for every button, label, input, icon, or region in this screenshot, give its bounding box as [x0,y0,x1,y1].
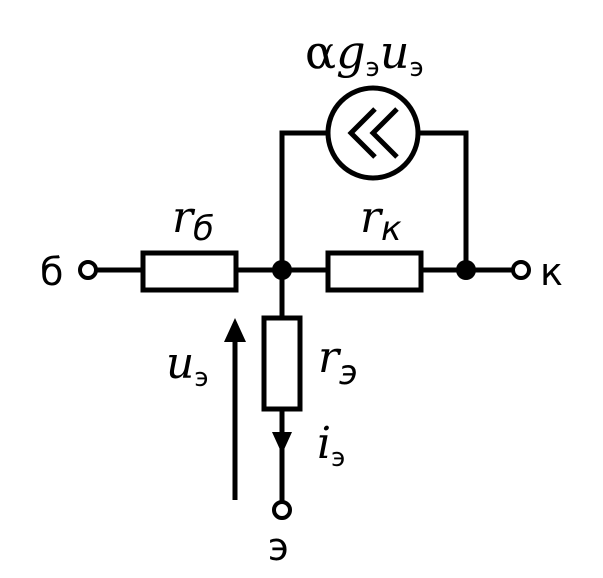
terminal-emitter [272,500,292,520]
label-rk-main: r [360,192,384,243]
terminal-collector [511,260,531,280]
terminal-emitter-label: э [268,525,289,569]
terminal-base [78,260,98,280]
source-g-sub: э [366,53,380,83]
resistor-rb [140,250,239,293]
label-rb-main: r [172,192,196,243]
source-u: u [380,25,410,79]
source-u-sub: э [409,53,423,83]
terminal-collector-label: к [540,250,563,294]
label-rb: rб [172,192,214,249]
source-label: αgэuэ [305,25,424,83]
double-chevron-icon [347,107,399,159]
label-rk: rк [360,192,402,249]
label-ue-main: u [166,338,194,389]
label-re-main: r [318,332,342,383]
resistor-rk [325,250,424,293]
source-g: g [336,25,365,79]
source-alpha: α [305,25,336,79]
label-rk-sub: к [381,209,402,249]
junction-node-right [456,260,476,280]
label-ie: iэ [317,418,345,473]
resistor-re [261,315,303,412]
label-ie-sub: э [331,443,345,473]
terminal-base-label: б [40,250,63,294]
label-re-sub: э [339,353,358,393]
label-ue-sub: э [194,363,208,393]
source-loop-wire [279,130,469,270]
voltage-arrow-head-icon [224,318,246,342]
label-ue: uэ [166,338,209,393]
junction-node-left [272,260,292,280]
label-re: rэ [318,332,358,393]
label-rb-sub: б [193,209,214,249]
current-arrow-icon [272,432,292,454]
label-ie-main: i [317,418,331,469]
